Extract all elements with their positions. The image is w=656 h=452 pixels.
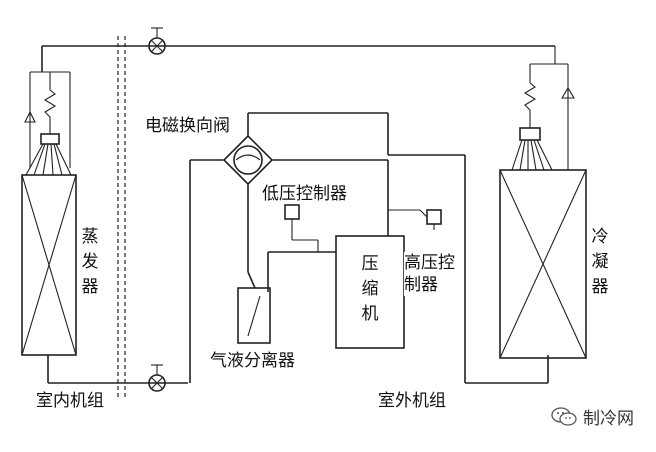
condenser-box <box>499 169 587 359</box>
evaporator-capillary-icon <box>24 71 71 168</box>
condenser-distributor-icon <box>511 127 553 171</box>
high-pressure-controller-label: 高压控制器 <box>404 252 458 296</box>
wechat-logo-icon <box>551 406 577 426</box>
gas-liquid-separator-label: 气液分离器 <box>210 351 295 371</box>
low-pressure-controller-icon <box>284 204 319 252</box>
condenser-capillary-icon <box>523 46 575 170</box>
unit-boundary <box>117 36 126 400</box>
watermark-text: 制冷网 <box>583 409 634 429</box>
service-valve-top-icon <box>148 27 166 55</box>
condenser-unit <box>499 46 587 359</box>
evaporator-distributor-icon <box>25 133 72 176</box>
reversing-valve-label: 电磁换向阀 <box>145 116 230 136</box>
condenser-label: 冷凝器 <box>591 227 609 297</box>
evaporator-label: 蒸发器 <box>81 227 99 297</box>
watermark: 制冷网 <box>551 404 634 429</box>
low-pressure-controller-label: 低压控制器 <box>262 184 347 204</box>
compressor-label: 压缩机 <box>361 254 379 324</box>
reversing-valve-icon <box>189 112 389 383</box>
indoor-unit-label: 室内机组 <box>36 391 104 411</box>
gas-liquid-separator-icon <box>237 251 336 344</box>
evaporator-box <box>21 174 77 356</box>
evaporator-unit <box>21 45 555 384</box>
outdoor-unit-label: 室外机组 <box>378 391 446 411</box>
high-pressure-controller-icon <box>388 209 442 230</box>
service-valve-bottom-icon <box>148 364 166 392</box>
